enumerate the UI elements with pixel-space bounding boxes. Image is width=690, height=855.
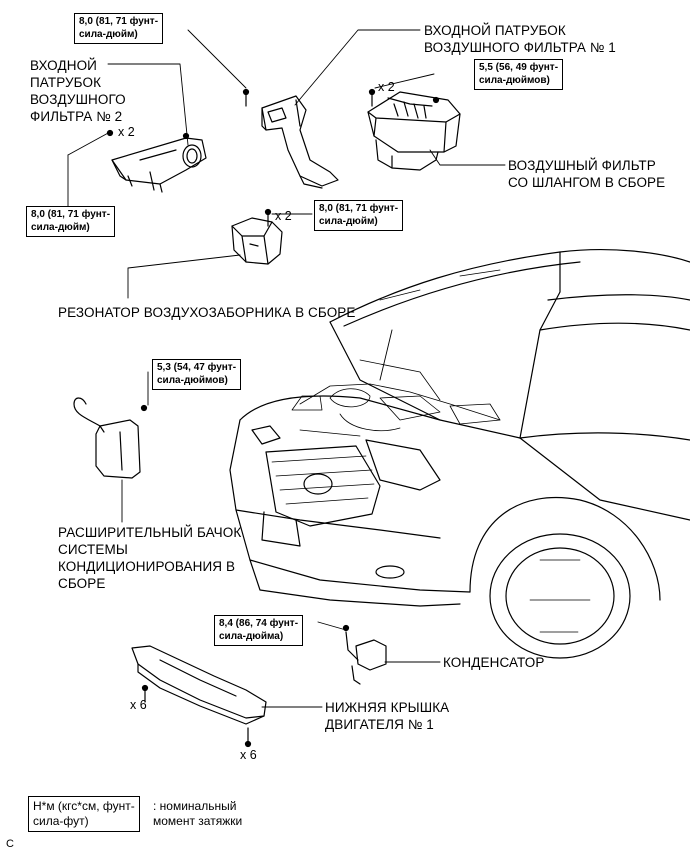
air-cleaner-assembly-drawing	[367, 88, 461, 171]
label-reservoir-tank: РАСШИРИТЕЛЬНЫЙ БАЧОК СИСТЕМЫ КОНДИЦИОНИР…	[58, 525, 242, 591]
quantity-resonator: x 2	[275, 209, 292, 223]
torque-box-resonator: 8,0 (81, 71 фунт- сила-дюйм)	[314, 200, 404, 231]
torque-box-air-cleaner: 5,5 (56, 49 фунт- сила-дюймов)	[474, 59, 564, 90]
air-cleaner-inlet-1-drawing	[242, 88, 339, 189]
corner-mark: C	[6, 838, 14, 850]
label-air-cleaner-inlet-1: ВХОДНОЙ ПАТРУБОК ВОЗДУШНОГО ФИЛЬТРА № 1	[424, 23, 616, 55]
legend-meaning: : номинальный момент затяжки	[153, 799, 243, 828]
vehicle-drawing	[229, 249, 690, 659]
torque-box-condenser: 8,4 (86, 74 фунт- сила-дюйма)	[214, 615, 304, 646]
quantity-cover-bottom: x 6	[240, 748, 257, 762]
condenser-drawing	[342, 624, 387, 685]
label-air-cleaner-inlet-2: ВХОДНОЙ ПАТРУБОК ВОЗДУШНОГО ФИЛЬТРА № 2	[30, 58, 126, 124]
label-intake-resonator: РЕЗОНАТОР ВОЗДУХОЗАБОРНИКА В СБОРЕ	[58, 305, 356, 320]
quantity-inlet-2: x 2	[118, 125, 135, 139]
air-cleaner-inlet-2-drawing	[106, 129, 207, 193]
quantity-cover-left: x 6	[130, 698, 147, 712]
engine-under-cover-drawing	[131, 645, 267, 748]
label-condenser: КОНДЕНСАТОР	[443, 655, 545, 670]
label-air-cleaner-assembly: ВОЗДУШНЫЙ ФИЛЬТР СО ШЛАНГОМ В СБОРЕ	[508, 158, 666, 190]
torque-box-reservoir: 5,3 (54, 47 фунт- сила-дюймов)	[152, 359, 242, 390]
label-engine-under-cover: НИЖНЯЯ КРЫШКА ДВИГАТЕЛЯ № 1	[325, 700, 450, 732]
leader-lines	[67, 29, 506, 708]
intake-resonator-drawing	[231, 208, 283, 265]
reservoir-tank-drawing	[73, 397, 148, 479]
quantity-air-cleaner: x 2	[378, 80, 395, 94]
torque-box-inlet-1: 8,0 (81, 71 фунт- сила-дюйм)	[74, 13, 164, 44]
legend-units-box: Н*м (кгс*см, фунт- сила-фут)	[28, 796, 140, 832]
torque-box-inlet-2: 8,0 (81, 71 фунт- сила-дюйм)	[26, 206, 116, 237]
